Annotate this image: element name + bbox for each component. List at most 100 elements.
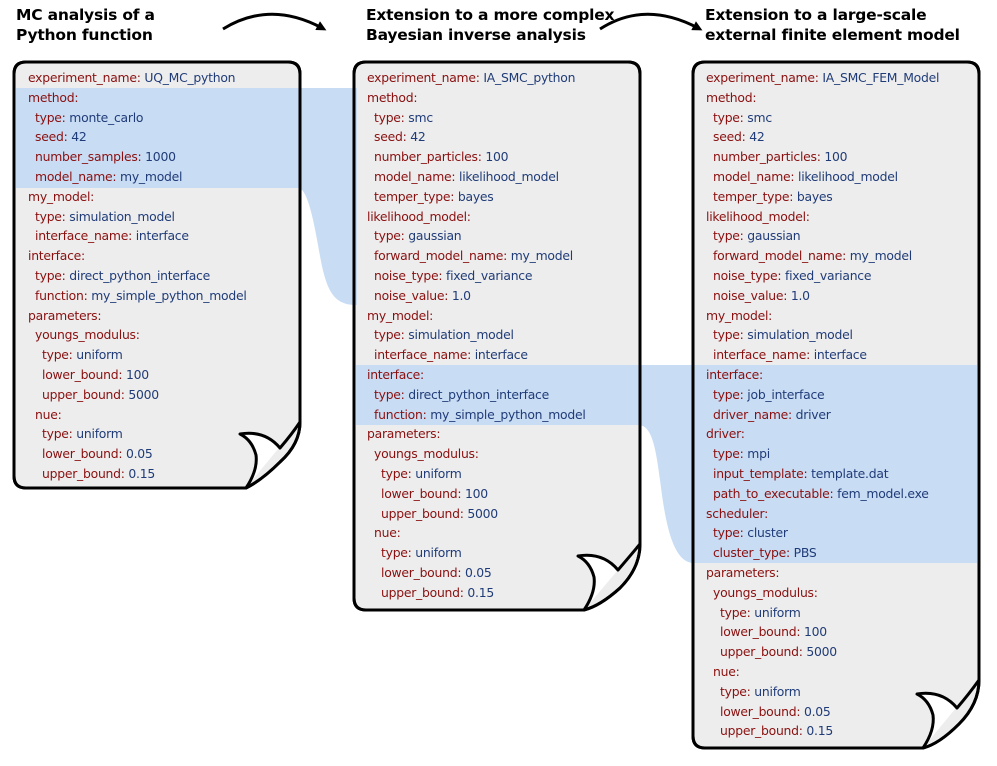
config-key: upper_bound: xyxy=(42,386,125,402)
config-key: experiment_name: xyxy=(706,70,819,85)
config-line: lower_bound: 100 xyxy=(367,484,586,504)
config-line: driver: xyxy=(706,424,939,444)
config-line: lower_bound: 0.05 xyxy=(367,563,586,583)
config-key: driver_name: xyxy=(713,406,792,422)
config-line: seed: 42 xyxy=(706,127,939,147)
config-key: nue: xyxy=(713,663,740,679)
config-line: lower_bound: 100 xyxy=(706,622,939,642)
config-key: seed: xyxy=(35,129,68,145)
config-line: type: uniform xyxy=(367,464,586,484)
config-line: upper_bound: 5000 xyxy=(706,642,939,662)
config-key: type: xyxy=(35,267,66,283)
config-value: 100 xyxy=(122,366,149,382)
config-key: type: xyxy=(720,683,751,699)
config-line: my_model: xyxy=(28,187,247,207)
config-value: uniform xyxy=(411,465,462,481)
config-value: 42 xyxy=(406,129,426,145)
config-value: simulation_model xyxy=(743,327,853,343)
config-line: likelihood_model: xyxy=(706,207,939,227)
config-line: upper_bound: 0.15 xyxy=(367,583,586,603)
config-key: forward_model_name: xyxy=(374,248,508,264)
config-key: method: xyxy=(28,89,79,105)
config-line: interface_name: interface xyxy=(367,345,586,365)
config-line: noise_value: 1.0 xyxy=(706,286,939,306)
config-key: seed: xyxy=(374,129,407,145)
config-value: interface xyxy=(471,347,528,363)
config-value: 1000 xyxy=(141,149,176,165)
config-key: lower_bound: xyxy=(720,624,801,640)
config-value: likelihood_model xyxy=(794,168,898,184)
config-line: type: simulation_model xyxy=(28,207,247,227)
config-value: 5000 xyxy=(802,644,837,660)
config-line: driver_name: driver xyxy=(706,405,939,425)
page-corner-fold xyxy=(238,421,302,489)
config-line: number_samples: 1000 xyxy=(28,147,247,167)
config-value: 0.15 xyxy=(802,723,833,739)
config-key: driver: xyxy=(706,426,745,442)
config-value: template.dat xyxy=(807,465,889,481)
config-line: my_model: xyxy=(706,306,939,326)
config-key: type: xyxy=(713,109,744,125)
config-line: input_template: template.dat xyxy=(706,464,939,484)
config-line: type: gaussian xyxy=(367,226,586,246)
config-value: simulation_model xyxy=(404,327,514,343)
config-value: monte_carlo xyxy=(65,109,144,125)
config-key: path_to_executable: xyxy=(713,485,834,501)
heading-line: Python function xyxy=(16,26,153,44)
document-outline xyxy=(352,60,642,612)
page-corner-fold xyxy=(915,679,981,749)
config-key: parameters: xyxy=(706,564,780,580)
config-key: type: xyxy=(720,604,751,620)
config-key: type: xyxy=(374,228,405,244)
config-key: type: xyxy=(42,426,73,442)
config-key: noise_value: xyxy=(374,287,449,303)
config-key: likelihood_model: xyxy=(706,208,810,224)
config-value: gaussian xyxy=(743,228,801,244)
config-line: upper_bound: 0.15 xyxy=(706,721,939,741)
config-line: type: direct_python_interface xyxy=(28,266,247,286)
config-value: fixed_variance xyxy=(781,267,872,283)
config-line: interface_name: interface xyxy=(28,226,247,246)
heading-line: Bayesian inverse analysis xyxy=(366,26,586,44)
method-highlight-band xyxy=(16,88,357,305)
config-value: uniform xyxy=(72,347,123,363)
config-key: nue: xyxy=(374,525,401,541)
config-line: function: my_simple_python_model xyxy=(28,286,247,306)
config-key: interface: xyxy=(367,366,424,382)
config-value: 5000 xyxy=(124,386,159,402)
config-value: bayes xyxy=(454,188,494,204)
config-key: model_name: xyxy=(374,168,456,184)
config-key: function: xyxy=(35,287,88,303)
config-value: 1.0 xyxy=(448,287,471,303)
config-key: lower_bound: xyxy=(42,366,123,382)
config-line: method: xyxy=(706,88,939,108)
config-key: model_name: xyxy=(713,168,795,184)
config-line: interface: xyxy=(28,246,247,266)
config-value: IA_SMC_FEM_Model xyxy=(818,70,940,85)
config-line: type: uniform xyxy=(706,603,939,623)
config-key: noise_type: xyxy=(713,267,782,283)
config-key: noise_type: xyxy=(374,267,443,283)
config-value: 0.05 xyxy=(122,446,153,462)
config-value: mpi xyxy=(743,446,770,462)
config-key: lower_bound: xyxy=(381,485,462,501)
config-key: type: xyxy=(713,386,744,402)
config-value: interface xyxy=(132,228,189,244)
config-value: 0.05 xyxy=(461,564,492,580)
config-key: noise_value: xyxy=(713,287,788,303)
config-key: youngs_modulus: xyxy=(35,327,140,343)
config-line: lower_bound: 100 xyxy=(28,365,247,385)
config-value: fem_model.exe xyxy=(833,485,929,501)
config-key: type: xyxy=(42,347,73,363)
config-value: likelihood_model xyxy=(455,168,559,184)
config-line: youngs_modulus: xyxy=(367,444,586,464)
config-key: type: xyxy=(374,386,405,402)
config-line: type: uniform xyxy=(706,682,939,702)
config-value: PBS xyxy=(789,545,817,561)
config-key: scheduler: xyxy=(706,505,769,521)
config-key: youngs_modulus: xyxy=(713,584,818,600)
config-value: 42 xyxy=(67,129,87,145)
config-value: 100 xyxy=(800,624,827,640)
